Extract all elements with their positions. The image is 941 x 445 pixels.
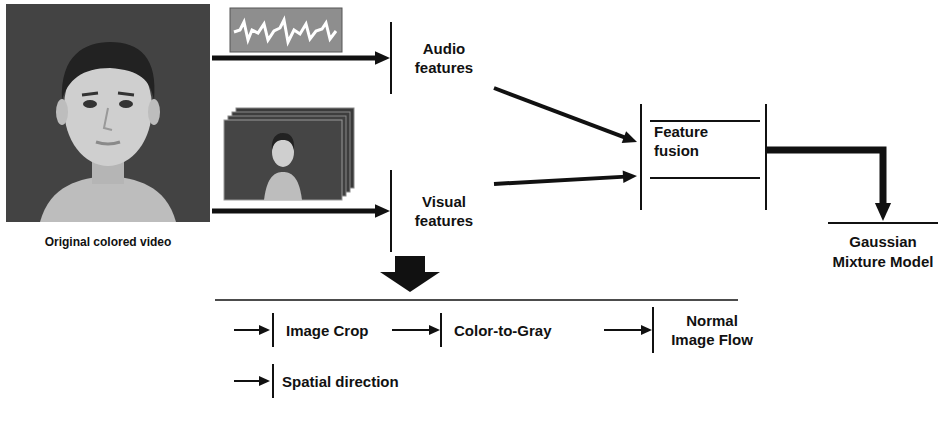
arrow-head	[429, 325, 440, 335]
video-frames	[224, 108, 354, 200]
process-step: Normal Image Flow	[652, 307, 762, 353]
legend-label: Spatial direction	[282, 372, 399, 391]
model-box: Gaussian Mixture Model	[828, 222, 938, 276]
node-label: Image Crop	[286, 321, 369, 340]
arrow-head	[259, 325, 270, 335]
node-label: Original colored video	[45, 235, 172, 250]
process-step: Color-to-Gray	[440, 313, 556, 347]
legend-arrow-symbol	[232, 364, 274, 398]
legend-item: Spatial direction	[232, 364, 399, 398]
arrow-head	[375, 51, 390, 65]
fusion-bottom-line	[650, 177, 760, 179]
connector-line	[767, 150, 883, 207]
arrow-head	[875, 203, 891, 221]
node-label: Color-to-Gray	[454, 321, 552, 340]
feature-box: Audio features	[390, 22, 488, 94]
flow-connector	[212, 51, 390, 65]
feature-box: Visual features	[390, 170, 488, 252]
node-label: Feature fusion	[654, 122, 744, 160]
flow-connector	[392, 325, 440, 335]
audio-waveform	[230, 8, 342, 52]
node-label: Audio features	[404, 39, 484, 77]
video-source: Original colored video	[6, 4, 210, 250]
connector-line	[494, 177, 626, 184]
fusion-top-line	[650, 120, 760, 122]
block-arrow	[380, 256, 440, 292]
connector-line	[392, 329, 431, 331]
divider-line	[215, 299, 738, 301]
node-label: Normal Image Flow	[666, 311, 758, 349]
flow-connector	[494, 88, 637, 143]
face-photo	[6, 4, 210, 222]
node-label: Visual features	[404, 192, 484, 230]
flow-connector	[212, 204, 390, 218]
process-step: Image Crop	[272, 313, 373, 347]
connector-line	[212, 209, 378, 214]
node-label: Gaussian Mixture Model	[831, 232, 935, 276]
connector-line	[494, 88, 627, 138]
arrow-head	[641, 325, 652, 335]
arrow-head	[623, 170, 637, 183]
flow-arrow	[234, 329, 260, 331]
arrow-head	[375, 204, 390, 218]
flow-connector	[604, 325, 652, 335]
connector-line	[604, 329, 643, 331]
fusion-box: Feature fusion	[640, 104, 767, 210]
connector-line	[212, 56, 378, 61]
flow-connector	[494, 170, 637, 184]
arrow-head	[622, 131, 637, 143]
flow-connector	[767, 150, 891, 221]
